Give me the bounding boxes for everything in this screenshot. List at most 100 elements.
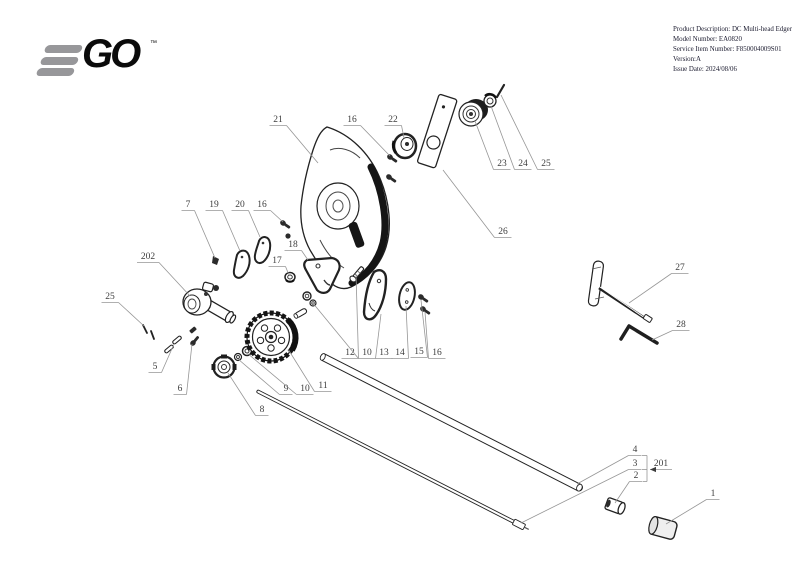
callout-20: 20 [231, 200, 261, 238]
callout-201: 201 [650, 459, 672, 473]
part-5-pin [164, 344, 174, 354]
svg-text:23: 23 [497, 159, 507, 169]
callout-9: 9 [237, 358, 293, 395]
svg-text:6: 6 [178, 384, 183, 394]
svg-text:21: 21 [273, 115, 283, 125]
svg-text:19: 19 [209, 200, 219, 210]
svg-text:20: 20 [235, 200, 245, 210]
part-13-support-plate [362, 269, 388, 321]
part-5-pin [172, 335, 182, 345]
part-20-clamp-half [253, 236, 272, 265]
callout-16: 16 [424, 311, 446, 359]
part-26-blade [417, 93, 458, 169]
svg-text:14: 14 [395, 348, 405, 358]
callout-202: 202 [137, 252, 191, 297]
part-25-pin [495, 83, 506, 99]
info-line-version: Version:A [673, 56, 701, 63]
info-line-service-item-number: Service Item Number: F850004009S01 [673, 46, 782, 53]
part-19-clamp-half [232, 249, 251, 279]
svg-text:10: 10 [300, 384, 310, 394]
part-1-end-cap [648, 516, 678, 540]
callout-2: 2 [614, 471, 643, 504]
svg-text:202: 202 [141, 252, 156, 262]
callout-22: 22 [384, 115, 405, 139]
callout-25: 25 [500, 94, 555, 170]
part-9-washer [233, 352, 243, 362]
part-6-screw [189, 326, 197, 334]
part-23-pulley [458, 99, 488, 127]
part-21-guard [300, 126, 390, 290]
part-3-drive-rod [256, 389, 530, 531]
ego-logo-text: GO [82, 32, 141, 76]
svg-text:18: 18 [288, 240, 298, 250]
part-17-nut [284, 271, 296, 283]
callout-7: 7 [181, 200, 216, 259]
part-202-gearbox [182, 281, 237, 324]
part-24-nut [483, 93, 498, 108]
callout-11: 11 [287, 348, 332, 392]
callout-10: 10 [246, 352, 314, 395]
callout-12: 12 [341, 273, 359, 359]
callout-26: 26 [442, 169, 512, 238]
svg-text:3: 3 [633, 459, 638, 469]
group-bracket-201 [642, 455, 648, 482]
product-info-panel: Product Description: DC Multi-head Edger… [673, 25, 797, 75]
part-27-t-wrench [587, 260, 653, 323]
callout-24: 24 [490, 105, 532, 170]
svg-text:16: 16 [432, 348, 442, 358]
small-pin [293, 308, 308, 319]
callout-25: 25 [101, 292, 145, 327]
svg-text:25: 25 [541, 159, 551, 169]
trademark-symbol: ™ [150, 40, 157, 47]
svg-text:10: 10 [362, 348, 372, 358]
callout-19: 19 [205, 200, 241, 252]
svg-text:16: 16 [347, 115, 357, 125]
callout-15: 15 [410, 299, 428, 358]
part-15-screw [417, 293, 430, 305]
svg-text:16: 16 [257, 200, 267, 210]
callout-6: 6 [173, 343, 193, 395]
svg-text:28: 28 [676, 320, 686, 330]
info-line-product-description: Product Description: DC Multi-head Edger [673, 26, 793, 33]
svg-text:2: 2 [634, 471, 639, 481]
svg-text:25: 25 [105, 292, 115, 302]
svg-text:12: 12 [345, 348, 355, 358]
part-10-nut [302, 291, 312, 301]
part-11-wheel [244, 310, 299, 364]
part-22-cap [391, 132, 418, 160]
part-14-plate [398, 281, 416, 311]
svg-text:9: 9 [284, 384, 289, 394]
callout-3: 3 [520, 459, 642, 524]
callout-14: 14 [391, 305, 409, 359]
callout-21: 21 [269, 115, 319, 164]
part-12-bolt [349, 266, 365, 283]
svg-text:22: 22 [388, 115, 398, 125]
ego-logo: GO ™ [35, 32, 157, 86]
part-18-bracket-plate [303, 256, 341, 294]
svg-text:201: 201 [654, 459, 669, 469]
svg-text:11: 11 [318, 381, 327, 391]
callout-1: 1 [665, 489, 720, 525]
part-16-screw [385, 173, 398, 185]
svg-text:4: 4 [633, 445, 638, 455]
svg-text:7: 7 [186, 200, 191, 210]
info-line-issue-date: Issue Date: 2024/08/06 [673, 66, 737, 73]
part-25-pins [142, 324, 155, 340]
svg-text:8: 8 [260, 405, 265, 415]
callout-17: 17 [268, 256, 290, 276]
callout-16: 16 [343, 115, 391, 157]
svg-text:17: 17 [272, 256, 282, 266]
callout-5: 5 [148, 343, 175, 373]
callout-18: 18 [284, 240, 309, 261]
part-7-clip [212, 256, 219, 265]
callout-23: 23 [474, 120, 511, 170]
part-16-screw [279, 219, 292, 231]
svg-text:5: 5 [153, 362, 158, 372]
part-6-screw [189, 334, 201, 347]
svg-text:24: 24 [518, 159, 528, 169]
svg-text:15: 15 [414, 347, 424, 357]
callout-16: 16 [253, 200, 284, 223]
svg-text:1: 1 [711, 489, 716, 499]
